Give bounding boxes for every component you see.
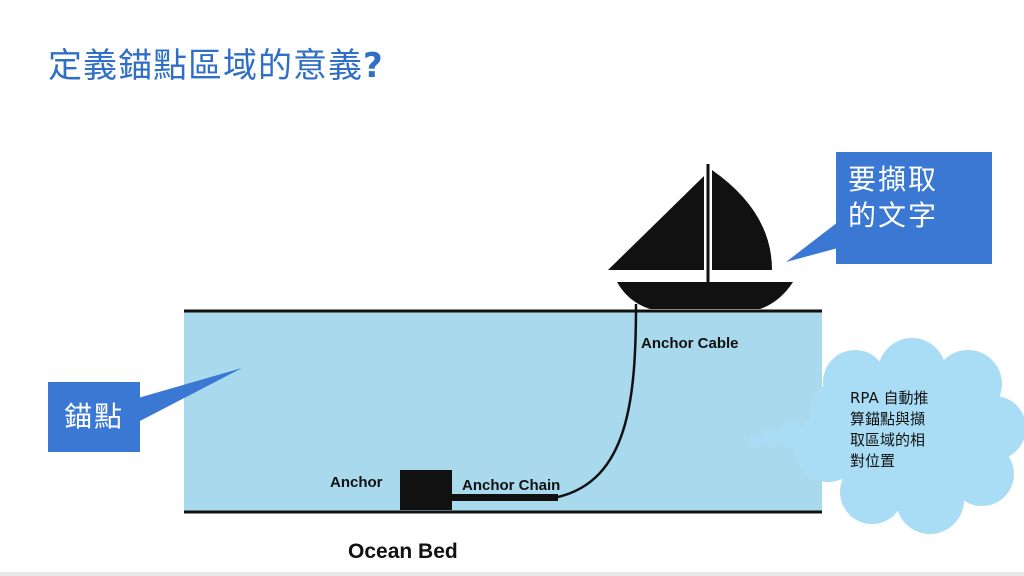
callout-text-line-2: 的文字 xyxy=(848,199,939,232)
label-anchor: Anchor xyxy=(330,474,383,491)
cloud-note-line-3: 取區域的相 xyxy=(850,431,926,449)
page-title-mark: ? xyxy=(363,46,384,86)
callout-text-line-1: 要擷取 xyxy=(848,163,939,196)
anchor-block-icon xyxy=(400,470,452,510)
anchor-chain xyxy=(452,494,558,501)
water-area xyxy=(184,311,822,512)
callout-anchor-pointer xyxy=(138,368,242,422)
sailboat-icon xyxy=(608,164,793,309)
label-ocean-bed: Ocean Bed xyxy=(348,540,458,563)
cloud-note-line-2: 算錨點與擷 xyxy=(850,410,926,428)
callout-text-to-capture: 要擷取 的文字 xyxy=(836,152,992,264)
slide-bottom-divider xyxy=(0,572,1024,576)
cloud-note-line-1: RPA 自動推 xyxy=(850,389,929,407)
cloud-note: RPA 自動推 算錨點與擷 取區域的相 對位置 xyxy=(850,388,980,472)
thought-cloud-icon xyxy=(749,338,1024,534)
cloud-note-line-4: 對位置 xyxy=(850,452,896,470)
label-anchor-cable: Anchor Cable xyxy=(641,335,739,352)
page-title-text: 定義錨點區域的意義 xyxy=(48,46,363,86)
label-anchor-chain: Anchor Chain xyxy=(462,477,560,494)
page-title: 定義錨點區域的意義? xyxy=(48,38,384,87)
callout-anchor-point: 錨點 xyxy=(48,382,140,452)
callout-text-pointer xyxy=(786,222,838,262)
callout-anchor-label: 錨點 xyxy=(63,400,124,433)
anchor-cable xyxy=(557,303,638,499)
